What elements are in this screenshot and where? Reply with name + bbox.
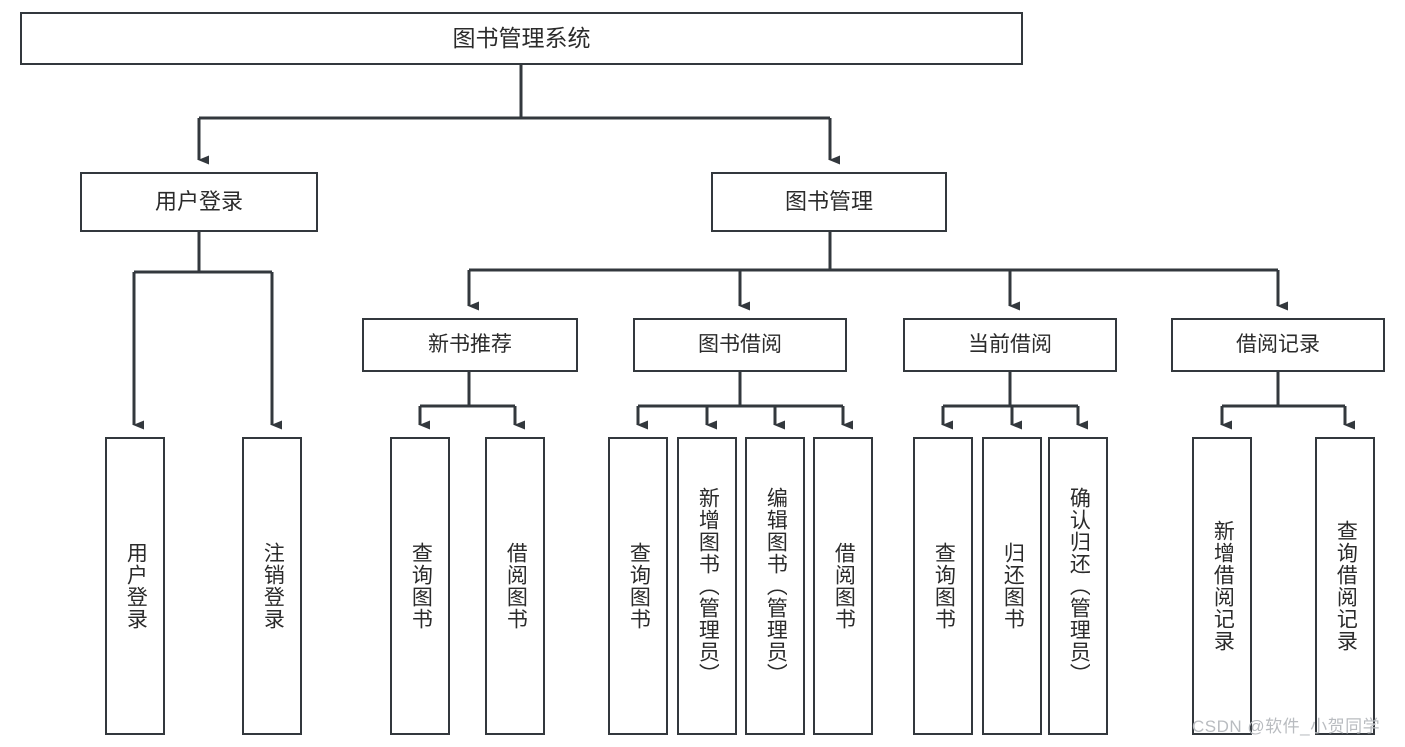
node-root-label: 图书管理系统 — [452, 24, 591, 51]
node-leaf-query-book-rec-label: 查询图书 — [409, 542, 433, 630]
node-leaf-user-login-label: 用户登录 — [124, 542, 148, 630]
node-leaf-edit-book[interactable]: 编辑图书（管理员） — [745, 437, 805, 735]
node-user-login-label: 用户登录 — [154, 189, 243, 215]
node-leaf-query-book-cur[interactable]: 查询图书 — [913, 437, 973, 735]
node-leaf-edit-book-label: 编辑图书（管理员） — [764, 487, 788, 685]
node-leaf-user-login[interactable]: 用户登录 — [105, 437, 165, 735]
node-borrow-record[interactable]: 借阅记录 — [1171, 318, 1385, 372]
node-new-book-rec-label: 新书推荐 — [428, 332, 512, 356]
node-borrow-record-label: 借阅记录 — [1236, 332, 1320, 356]
node-book-borrow-label: 图书借阅 — [698, 332, 782, 356]
node-leaf-confirm-return-label: 确认归还（管理员） — [1067, 487, 1091, 685]
node-leaf-borrow-book[interactable]: 借阅图书 — [813, 437, 873, 735]
csdn-watermark: CSDN @软件_小贺同学 — [1192, 717, 1381, 736]
node-new-book-rec[interactable]: 新书推荐 — [362, 318, 578, 372]
node-leaf-add-record[interactable]: 新增借阅记录 — [1192, 437, 1252, 735]
node-book-borrow[interactable]: 图书借阅 — [633, 318, 847, 372]
node-leaf-borrow-book-rec-label: 借阅图书 — [504, 542, 528, 630]
node-current-borrow-label: 当前借阅 — [968, 332, 1052, 356]
node-leaf-borrow-book-rec[interactable]: 借阅图书 — [485, 437, 545, 735]
node-leaf-query-book-cur-label: 查询图书 — [932, 542, 956, 630]
node-book-manage[interactable]: 图书管理 — [711, 172, 947, 232]
node-leaf-query-record-label: 查询借阅记录 — [1334, 520, 1358, 652]
node-root[interactable]: 图书管理系统 — [20, 12, 1023, 65]
node-book-manage-label: 图书管理 — [784, 189, 873, 215]
node-leaf-confirm-return[interactable]: 确认归还（管理员） — [1048, 437, 1108, 735]
node-leaf-query-book-borrow-label: 查询图书 — [627, 542, 651, 630]
node-leaf-return-book[interactable]: 归还图书 — [982, 437, 1042, 735]
node-leaf-add-book[interactable]: 新增图书（管理员） — [677, 437, 737, 735]
node-leaf-return-book-label: 归还图书 — [1001, 542, 1025, 630]
node-leaf-add-record-label: 新增借阅记录 — [1211, 520, 1235, 652]
node-leaf-add-book-label: 新增图书（管理员） — [696, 487, 720, 685]
node-user-login[interactable]: 用户登录 — [80, 172, 318, 232]
node-leaf-user-logout-label: 注销登录 — [261, 542, 285, 630]
node-current-borrow[interactable]: 当前借阅 — [903, 318, 1117, 372]
node-leaf-query-book-rec[interactable]: 查询图书 — [390, 437, 450, 735]
node-leaf-user-logout[interactable]: 注销登录 — [242, 437, 302, 735]
node-leaf-borrow-book-label: 借阅图书 — [832, 542, 856, 630]
node-leaf-query-record[interactable]: 查询借阅记录 — [1315, 437, 1375, 735]
node-leaf-query-book-borrow[interactable]: 查询图书 — [608, 437, 668, 735]
